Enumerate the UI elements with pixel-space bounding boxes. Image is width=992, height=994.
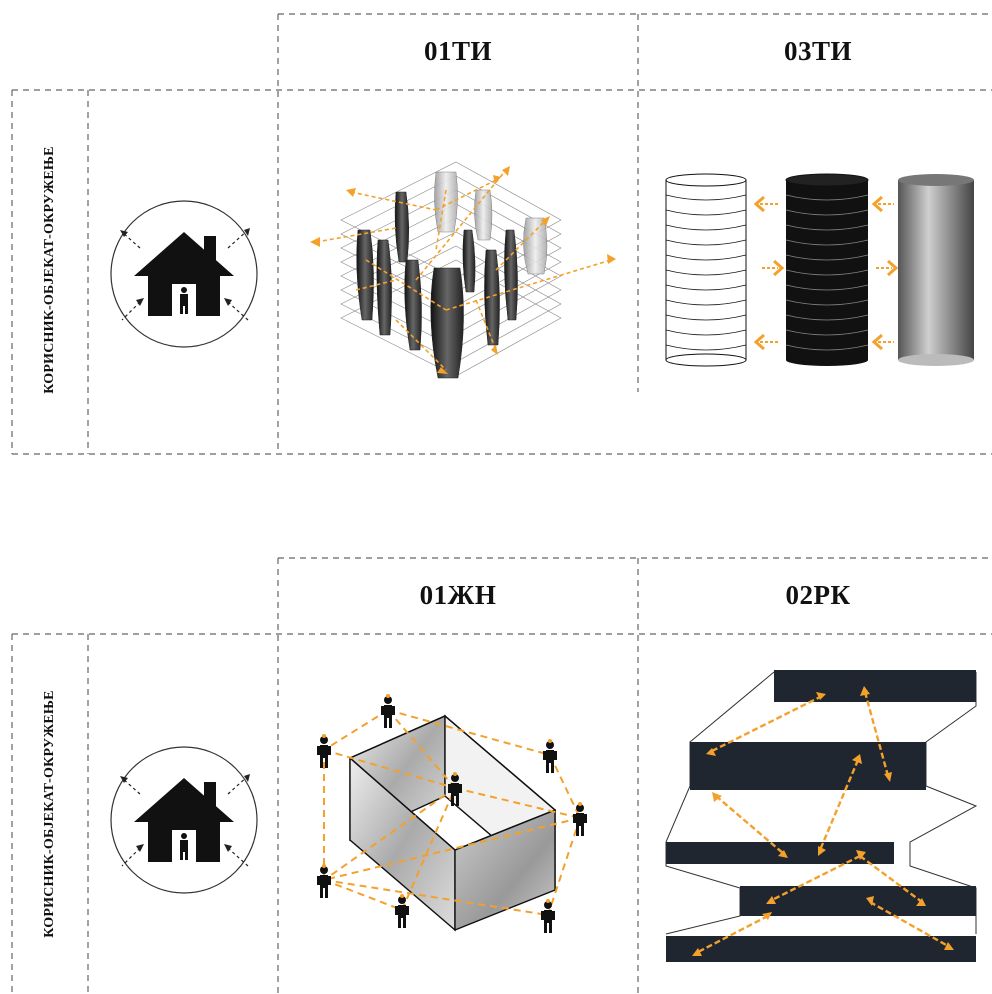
cylinder-grey — [898, 174, 974, 366]
diagram-03ti-cylinders — [660, 170, 980, 370]
side-label-bottom: КОРИСНИК-ОБЈЕКАТ-ОКРУЖЕЊЕ — [42, 690, 57, 938]
person-icons — [317, 696, 587, 933]
diagram-02rk-slabs — [660, 666, 980, 966]
house-circle-top — [108, 198, 260, 350]
diagram-01zhn-box-people — [300, 680, 600, 950]
house-circle-bottom — [108, 744, 260, 896]
side-label-top: КОРИСНИК-ОБЈЕКАТ-ОКРУЖЕЊЕ — [42, 146, 57, 394]
column-header-01zhn: 01ЖН — [419, 580, 497, 610]
cylinder-white — [665, 173, 747, 367]
cylinder-black — [785, 173, 869, 366]
column-header-02rk: 02РК — [785, 580, 851, 610]
diagram-01ti-columns — [296, 150, 626, 400]
column-header-01ti: 01ТИ — [423, 36, 492, 66]
house-with-person-icon — [110, 200, 258, 348]
column-header-03ti: 03ТИ — [783, 36, 852, 66]
house-with-person-icon — [110, 746, 258, 894]
